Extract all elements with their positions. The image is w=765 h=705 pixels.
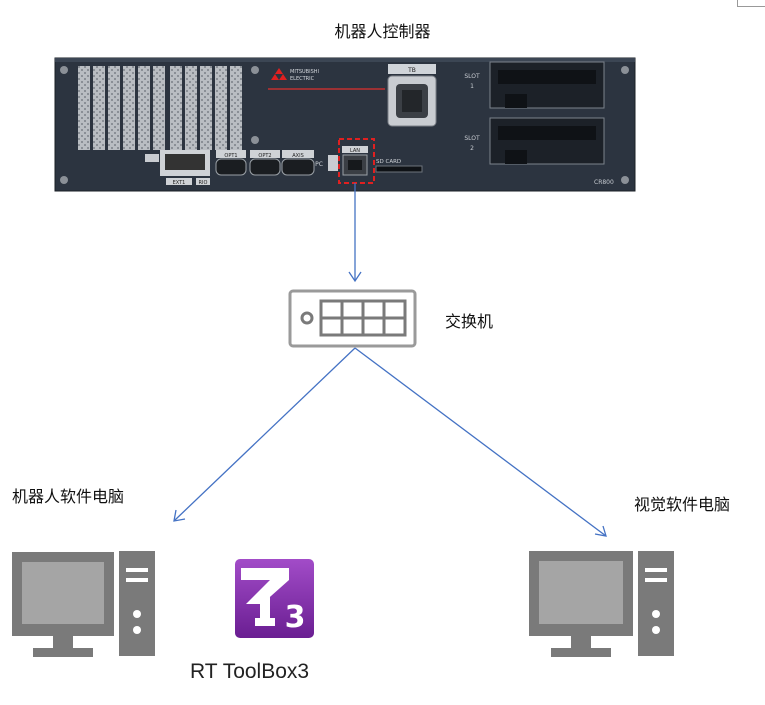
model-label: CR800 bbox=[594, 179, 614, 186]
robot-software-pc-label: 机器人软件电脑 bbox=[12, 487, 125, 506]
vent-grill-left bbox=[78, 66, 165, 150]
vision-pc-computer-icon bbox=[529, 551, 674, 657]
brand-line2: ELECTRIC bbox=[290, 76, 315, 82]
slot2-label: SLOT bbox=[464, 135, 480, 142]
network-switch-icon bbox=[288, 289, 417, 348]
network-connectors bbox=[173, 183, 607, 537]
pc-label: PC bbox=[315, 161, 323, 168]
opt1-label: OPT1 bbox=[224, 153, 237, 159]
rt-toolbox3-label: RT ToolBox3 bbox=[190, 660, 310, 683]
opt2-label: OPT2 bbox=[258, 153, 271, 159]
slot-2: SLOT 2 bbox=[464, 117, 605, 165]
vision-pc-arrowhead bbox=[594, 525, 607, 537]
rio-label: RIO bbox=[199, 180, 208, 186]
tb-connector: TB bbox=[387, 64, 437, 127]
switch-to-vision-pc-line bbox=[354, 347, 607, 537]
lan-label: LAN bbox=[350, 148, 360, 154]
vent-grill-right bbox=[170, 66, 242, 150]
robot-controller-label: 机器人控制器 bbox=[334, 22, 431, 41]
slot-1: SLOT 1 bbox=[464, 61, 605, 109]
rt-toolbox3-app-icon: 3 bbox=[235, 559, 314, 638]
vision-software-pc-label: 视觉软件电脑 bbox=[634, 495, 731, 514]
ext1-label: EXT1 bbox=[173, 180, 186, 186]
brand-line1: MITSUBISHI bbox=[290, 69, 319, 75]
sd-card-slot: SD CARD bbox=[375, 159, 423, 173]
mitsubishi-logo: MITSUBISHI ELECTRIC bbox=[271, 68, 319, 82]
slot1-number: 1 bbox=[470, 83, 474, 90]
robot-controller: MITSUBISHI ELECTRIC TB SLOT 1 SLOT 2 bbox=[54, 57, 636, 192]
sd-card-label: SD CARD bbox=[376, 159, 401, 165]
tb-label: TB bbox=[407, 67, 416, 74]
lower-connectors: OPT1 OPT2 AXIS EXT1 RIO PC bbox=[145, 150, 338, 186]
slot1-label: SLOT bbox=[464, 73, 480, 80]
window-corner-mark bbox=[737, 0, 765, 7]
switch-to-robot-pc-line bbox=[174, 347, 356, 521]
lan-port: LAN bbox=[338, 138, 375, 184]
robot-pc-arrowhead bbox=[173, 509, 186, 522]
switch-label: 交换机 bbox=[445, 312, 494, 331]
switch-arrowhead bbox=[348, 271, 362, 283]
svg-text:3: 3 bbox=[285, 600, 306, 635]
slot2-number: 2 bbox=[470, 145, 474, 152]
axis-label: AXIS bbox=[292, 153, 304, 159]
robot-pc-computer-icon bbox=[12, 551, 155, 657]
